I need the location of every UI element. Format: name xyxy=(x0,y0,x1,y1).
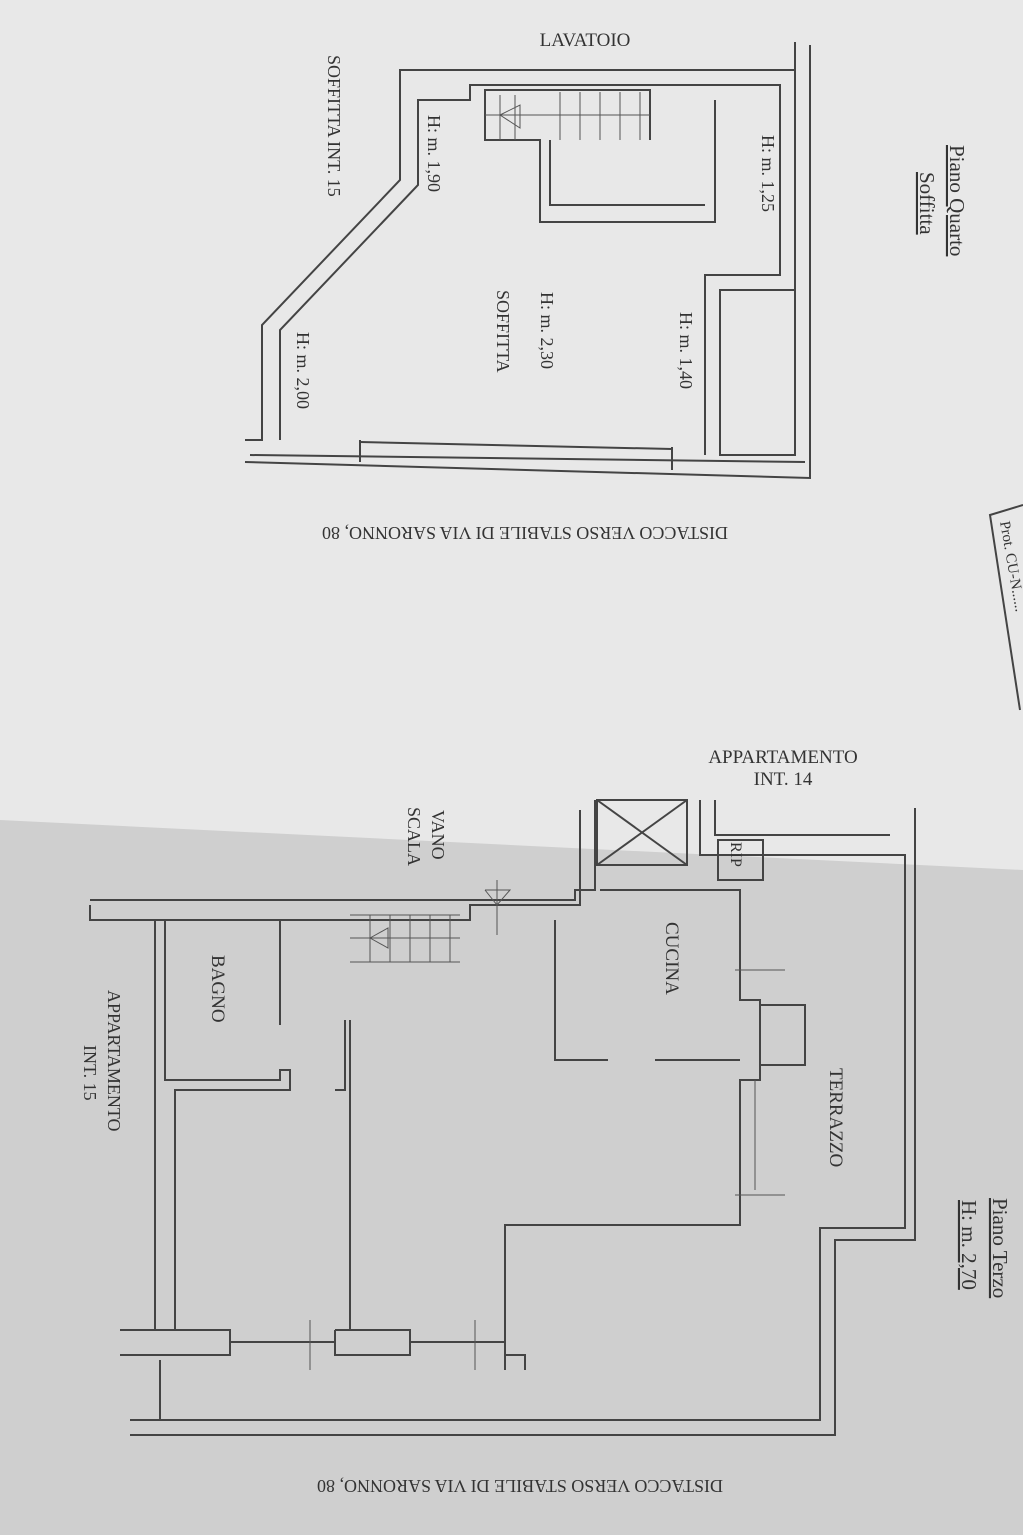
paper-lower-fold xyxy=(0,820,1023,1535)
label-lavatoio: LAVATOIO xyxy=(540,30,631,51)
label-appartamento-15: APPARTAMENTO xyxy=(104,990,124,1132)
label-rip: RIP xyxy=(727,842,744,867)
label-h125: H: m. 1,25 xyxy=(758,135,778,212)
label-vano: VANO xyxy=(428,810,448,860)
label-int-14: INT. 14 xyxy=(754,769,813,790)
label-scala: SCALA xyxy=(404,807,424,866)
label-int-15: INT. 15 xyxy=(80,1045,100,1101)
label-appartamento-14: APPARTAMENTO xyxy=(708,747,857,768)
label-soffitta-int15: SOFFITTA INT. 15 xyxy=(324,55,344,197)
lower-plan-walls xyxy=(89,799,916,1436)
upper-plan-walls xyxy=(244,42,811,480)
label-bagno: BAGNO xyxy=(207,955,228,1023)
label-soffitta: SOFFITTA xyxy=(493,290,513,373)
lower-plan-title: Piano Terzo xyxy=(988,1198,1012,1298)
upper-plan-title: Piano Quarto xyxy=(945,145,969,256)
label-h140: H: m. 1,40 xyxy=(676,312,696,389)
label-h230: H: m. 2,30 xyxy=(537,292,557,369)
upper-distacco: DISTACCO VERSO STABILE DI VIA SARONNO, 8… xyxy=(322,523,728,543)
label-h190: H: m. 1,90 xyxy=(424,115,444,192)
label-cucina: CUCINA xyxy=(661,922,682,995)
label-h200: H: m. 2,00 xyxy=(293,332,313,409)
label-terrazzo: TERRAZZO xyxy=(825,1068,846,1167)
lower-plan-subtitle: H: m. 2,70 xyxy=(957,1200,981,1290)
upper-plan-subtitle: Soffitta xyxy=(915,172,939,235)
lower-distacco: DISTACCO VERSO STABILE DI VIA SARONNO, 8… xyxy=(317,1476,723,1496)
